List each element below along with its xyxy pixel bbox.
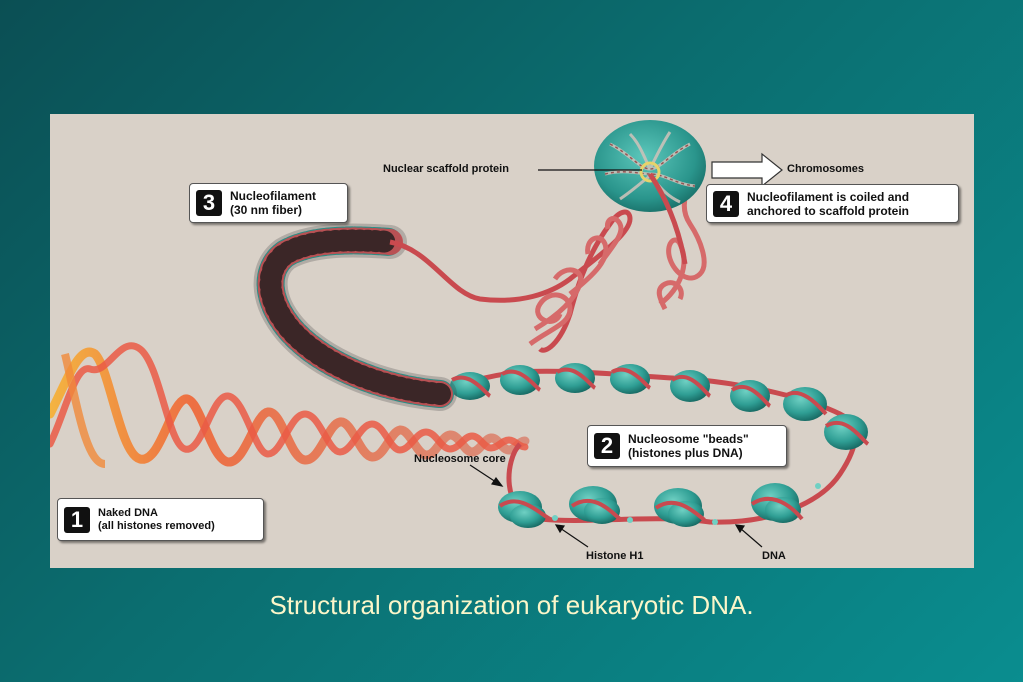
dna-organization-figure: Nuclear scaffold protein Chromosomes Nuc… — [50, 114, 974, 568]
callout-2-line2: (histones plus DNA) — [628, 446, 743, 460]
coiled-strand — [389, 209, 633, 353]
supercoil-loops — [528, 182, 707, 347]
callout-1-line1: Naked DNA — [98, 506, 158, 519]
callout-2-number: 2 — [594, 433, 620, 459]
naked-dna-helix — [50, 342, 530, 468]
nucleofilament-fiber — [253, 223, 457, 411]
callout-3-line2: (30 nm fiber) — [230, 203, 303, 217]
callout-1: 1 Naked DNA (all histones removed) — [57, 498, 264, 541]
slide-caption: Structural organization of eukaryotic DN… — [269, 590, 754, 620]
nuclear-scaffold-label: Nuclear scaffold protein — [383, 163, 509, 175]
callout-3: 3 Nucleofilament (30 nm fiber) — [189, 183, 348, 223]
callout-4: 4 Nucleofilament is coiled and anchored … — [706, 184, 959, 223]
figure-artwork — [50, 120, 870, 548]
callout-3-number: 3 — [196, 190, 222, 216]
callout-4-line1: Nucleofilament is coiled and — [747, 189, 910, 204]
dna-label: DNA — [762, 550, 786, 562]
callout-2: 2 Nucleosome "beads" (histones plus DNA) — [587, 425, 787, 467]
chromosomes-arrow — [711, 152, 783, 188]
callout-2-line1: Nucleosome "beads" — [628, 432, 749, 446]
callout-1-line2: (all histones removed) — [98, 519, 215, 532]
leader-lines — [469, 169, 763, 548]
chromosomes-label: Chromosomes — [787, 163, 865, 175]
callout-1-number: 1 — [64, 506, 90, 533]
nucleosome-beads — [450, 363, 870, 528]
chromosome-scaffold — [594, 120, 706, 265]
callout-4-number: 4 — [713, 190, 739, 217]
nucleosome-core-label: Nucleosome core — [414, 453, 506, 465]
callout-4-line2: anchored to scaffold protein — [747, 203, 910, 218]
histone-h1-label: Histone H1 — [586, 550, 644, 562]
callout-3-line1: Nucleofilament — [230, 189, 317, 203]
